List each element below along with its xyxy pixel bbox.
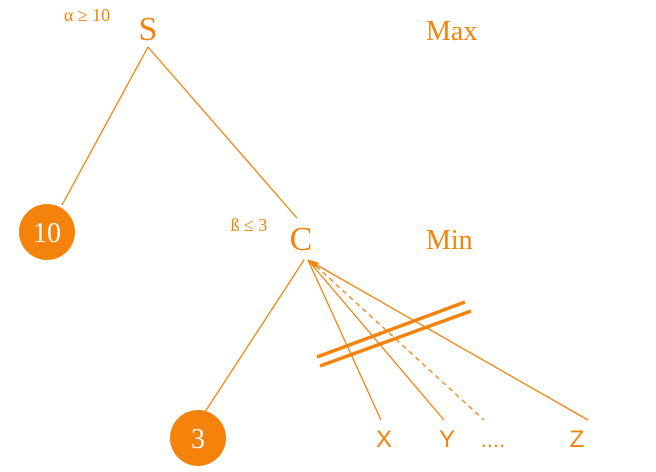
- node-c-label: C: [290, 221, 313, 258]
- node-10-circle: [19, 204, 75, 260]
- node-10-label: 10: [33, 218, 61, 249]
- edge-c-to-3: [204, 259, 305, 413]
- node-s-label: S: [139, 11, 158, 48]
- leaf-ellipsis-label: ....: [481, 427, 505, 452]
- edge-s-to-c: [147, 46, 298, 219]
- node-3-circle: [170, 410, 226, 466]
- alpha-bound-label: α ≥ 10: [64, 5, 110, 25]
- level-max-label: Max: [426, 16, 477, 47]
- leaf-x-label: X: [376, 426, 392, 453]
- edge-c-to-ellipsis-dashed: [315, 265, 485, 421]
- prune-mark: [316, 300, 472, 368]
- node-3-label: 3: [191, 424, 205, 455]
- leaf-z-label: Z: [570, 426, 585, 453]
- level-min-label: Min: [426, 225, 473, 256]
- edge-s-to-10: [61, 46, 149, 206]
- tree-edges: [61, 46, 589, 421]
- dashed-edge-arrowhead: [310, 260, 319, 268]
- beta-bound-label: ß ≤ 3: [231, 215, 268, 235]
- edge-c-to-y: [307, 259, 445, 421]
- edge-c-to-z: [307, 259, 589, 421]
- leaf-y-label: Y: [439, 426, 455, 453]
- edge-c-to-x: [307, 259, 382, 421]
